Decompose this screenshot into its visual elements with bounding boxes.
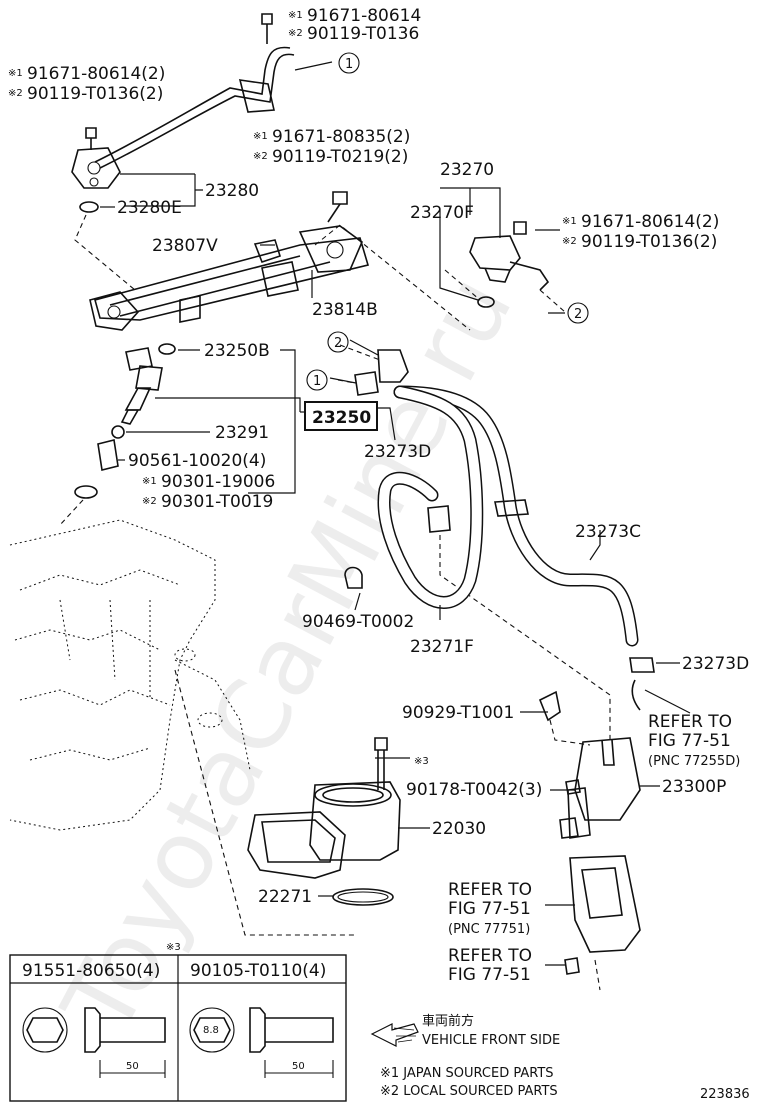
mark3-table: ※3 [166,942,181,953]
mark1-right: ※1 [562,216,577,227]
label-90929: 90929-T1001 [402,703,514,723]
legend: 車両前方 VEHICLE FRONT SIDE ※1 JAPAN SOURCED… [370,1013,750,1102]
label-91671-80614-2-left: 91671-80614(2) [27,64,165,84]
label-91671-80614-top: 91671-80614 [307,6,421,26]
label-23250B: 23250B [204,341,270,361]
ref3-line2: FIG 77-51 [448,965,531,985]
ref3-line1: REFER TO [448,946,532,966]
mark2-right: ※2 [562,236,577,247]
label-22271: 22271 [258,887,312,907]
label-90119-T0136-2-left: 90119-T0136(2) [27,84,163,104]
label-23280E: 23280E [117,198,182,218]
hoses [377,385,655,711]
label-23291: 23291 [215,423,269,443]
bolt-col2-header: 90105-T0110(4) [190,961,326,981]
ref1-line3: (PNC 77255D) [648,754,740,769]
ref2-line1: REFER TO [448,880,532,900]
throttle-body-22030 [247,737,401,906]
label-90301-T0019: 90301-T0019 [161,492,273,512]
diagram-number: 223836 [700,1087,750,1102]
highlight-box-23250 [304,401,378,431]
legend-front-en: VEHICLE FRONT SIDE [422,1033,560,1048]
label-91671-80614-2-right: 91671-80614(2) [581,212,719,232]
ref2-line2: FIG 77-51 [448,899,531,919]
label-23270: 23270 [440,160,494,180]
bolt-col1-header: 91551-80650(4) [22,961,160,981]
label-90119-T0136-top: 90119-T0136 [307,24,419,44]
label-23273C: 23273C [575,522,641,542]
hose-fitting [354,349,409,396]
mark2-top: ※2 [288,28,303,39]
leader-lines [100,61,691,966]
mark1-left: ※1 [8,68,23,79]
label-23270F: 23270F [410,203,474,223]
callout-2-mid: 2 [334,336,342,351]
callout-circles: 1 2 2 1 [306,52,589,391]
callout-2-right: 2 [574,307,582,322]
label-23814B: 23814B [312,300,378,320]
ref1-line1: REFER TO [648,712,732,732]
pressure-regulator-23270 [469,221,550,308]
bolt-table: ※3 91551-80650(4) 90105-T0110(4) 50 8.8 … [9,942,347,1102]
bolt-dim-1: 50 [126,1061,139,1072]
label-23280: 23280 [205,181,259,201]
label-23271F: 23271F [410,637,474,657]
bolt-head-mark: 8.8 [203,1025,219,1036]
label-22030: 22030 [432,819,486,839]
mark3-bolt: ※3 [414,756,429,767]
part-labels: ※1 91671-80614 ※2 90119-T0136 ※1 91671-8… [8,6,749,985]
mark2-8083: ※2 [253,151,268,162]
legend-front-jp: 車両前方 [422,1013,474,1029]
mark1-top: ※1 [288,10,303,21]
label-90119-T0219-2: 90119-T0219(2) [272,147,408,167]
engine-block-outline [9,519,251,831]
label-23300P: 23300P [662,777,726,797]
legend-note1: ※1 JAPAN SOURCED PARTS [380,1066,554,1081]
fuel-injector-23250 [74,343,176,499]
ref2-line3: (PNC 77751) [448,922,530,937]
label-91671-80835-2: 91671-80835(2) [272,127,410,147]
label-23273D-b: 23273D [682,654,749,674]
label-90561: 90561-10020(4) [128,451,266,471]
mark2-90301: ※2 [142,496,157,507]
ref1-line2: FIG 77-51 [648,731,731,751]
fuel-rail [89,191,370,331]
mark1-8083: ※1 [253,131,268,142]
callout-1-mid: 1 [313,374,321,389]
bolt-dim-2: 50 [292,1061,305,1072]
fuel-pipe-23280 [71,13,295,213]
bolt-drawing-1: 50 [22,1007,166,1078]
mark1-90301: ※1 [142,476,157,487]
callout-1-top: 1 [345,57,353,72]
label-90301-19006: 90301-19006 [161,472,275,492]
vsv-23300P [559,737,641,975]
label-90469: 90469-T0002 [302,612,414,632]
label-23250: 23250 [312,408,371,428]
legend-note2: ※2 LOCAL SOURCED PARTS [380,1084,558,1099]
label-90119-T0136-2-right: 90119-T0136(2) [581,232,717,252]
front-arrow-icon [370,1023,419,1047]
label-90178: 90178-T0042(3) [406,780,542,800]
label-23273D-a: 23273D [364,442,431,462]
bolt-drawing-2: 8.8 50 [189,1007,334,1078]
mark2-left: ※2 [8,88,23,99]
label-23807V: 23807V [152,236,218,256]
clamps [344,566,561,722]
